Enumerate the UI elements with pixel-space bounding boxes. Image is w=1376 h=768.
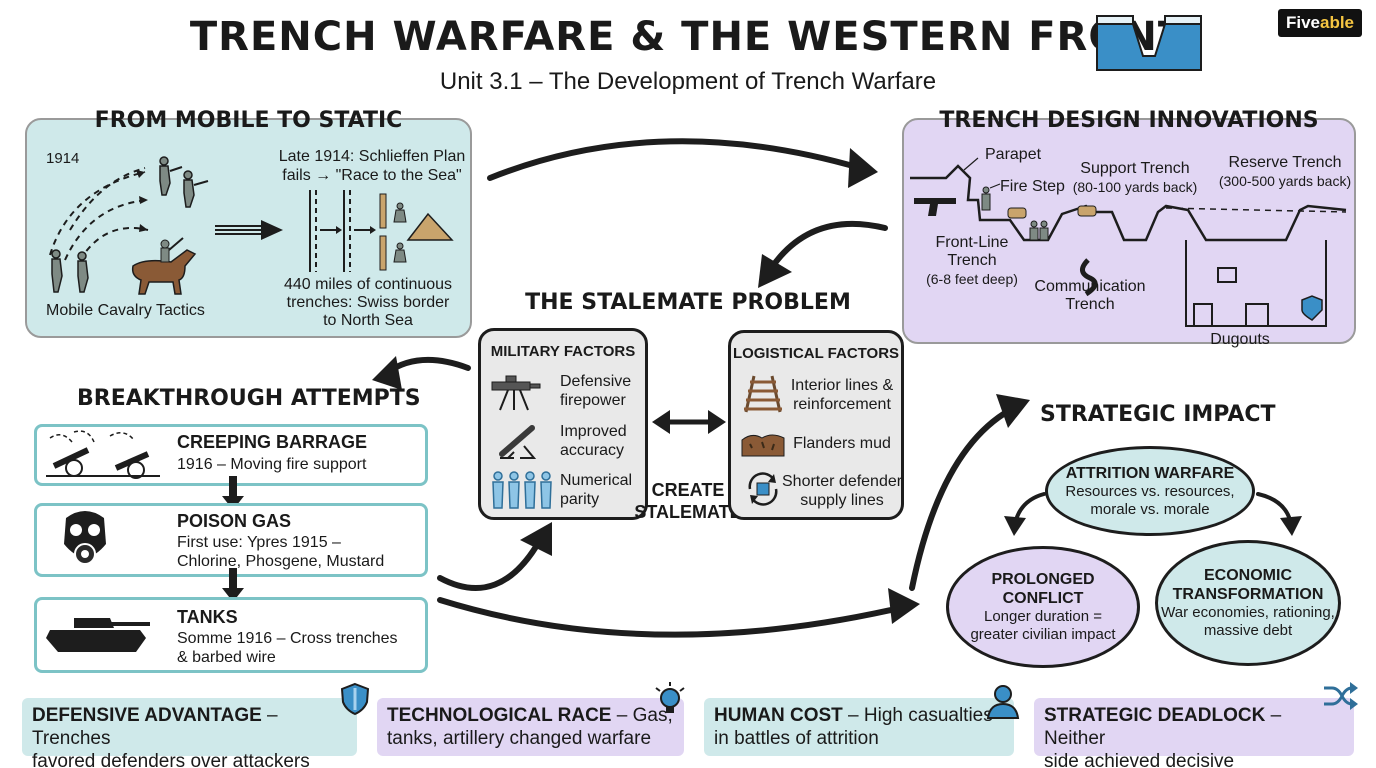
mud-icon <box>741 434 785 457</box>
barrage-title: Creeping Barrage <box>177 432 368 452</box>
trench-profile-diagram <box>910 157 1347 327</box>
page-subtitle: Unit 3.1 – The Development of Trench War… <box>439 68 937 95</box>
attrition-bubble: Attrition Warfare Resources vs. resource… <box>1045 446 1255 536</box>
attrition-title: Attrition Warfare <box>1065 464 1235 482</box>
trench-lines-icon <box>309 190 454 272</box>
strategic-heading: Strategic Impact <box>1040 402 1276 427</box>
double-arrow-icon <box>652 410 726 434</box>
footer-human-cost: Human Cost – High casualties in battles … <box>704 698 1014 756</box>
logistical-factors-title: Logistical Factors <box>732 345 900 362</box>
front-line-label-2: Trench <box>947 252 997 269</box>
soldiers-walking-icon <box>51 249 89 293</box>
fiveable-logo: Fiveable <box>1278 9 1362 37</box>
miles-label-2: trenches: Swiss border <box>286 294 450 311</box>
miles-label-1: 440 miles of continuous <box>283 276 453 293</box>
stalemate-heading: The Stalemate Problem <box>525 290 851 315</box>
artillery-icon <box>46 430 160 479</box>
military-item-2-line2: accuracy <box>560 442 625 459</box>
support-distance-label: (80-100 yards back) <box>1072 179 1198 195</box>
dashed-movement-arrows-icon <box>49 167 149 261</box>
reserve-distance-label: (300-500 yards back) <box>1218 173 1352 189</box>
logistical-item-1-line1: Interior lines & <box>790 377 894 394</box>
lightbulb-icon <box>655 682 685 713</box>
military-item-1-line1: Defensive <box>560 373 632 390</box>
breakthrough-heading: Breakthrough Attempts <box>77 386 421 411</box>
fire-step-label: Fire Step <box>1000 178 1065 195</box>
miles-label-3: to North Sea <box>323 312 413 329</box>
economic-title-2: Transformation <box>1172 586 1324 603</box>
prolonged-conflict-bubble: Prolonged Conflict Longer duration = gre… <box>946 546 1140 668</box>
prolonged-line1: Longer duration = <box>983 608 1102 625</box>
mobile-to-static-heading: From Mobile to Static <box>94 108 403 133</box>
communication-label-2: Trench <box>1065 296 1115 313</box>
trench-design-panel <box>902 118 1356 344</box>
supply-cycle-icon <box>748 472 778 506</box>
mortar-icon <box>499 425 537 459</box>
parapet-label: Parapet <box>985 146 1042 163</box>
barrage-line1: 1916 – Moving fire support <box>177 456 367 473</box>
trench-cross-section-icon <box>1096 15 1202 71</box>
shield-icon <box>340 682 370 716</box>
gas-line1: First use: Ypres 1915 – <box>177 534 341 551</box>
logistical-item-3-line1: Shorter defender <box>782 473 903 490</box>
front-line-label-1: Front-Line <box>935 234 1009 251</box>
prolonged-title-2: Conflict <box>1002 590 1084 607</box>
tanks-title: Tanks <box>177 607 238 627</box>
logistical-item-1-line2: reinforcement <box>793 396 891 413</box>
gas-title: Poison Gas <box>177 511 292 531</box>
dugouts-label: Dugouts <box>1210 331 1270 348</box>
gas-line2: Chlorine, Phosgene, Mustard <box>177 553 385 570</box>
mobile-to-static-panel <box>25 118 472 338</box>
attrition-line1: Resources vs. resources, <box>1065 482 1235 500</box>
create-stalemate-line2: Stalemate <box>634 502 742 522</box>
flow-arrow-down-2 <box>222 568 244 602</box>
economic-line2: massive debt <box>1203 622 1293 639</box>
trench-design-heading: Trench Design Innovations <box>939 108 1319 133</box>
schlieffen-label-1: Late 1914: Schlieffen Plan <box>278 148 466 165</box>
cavalry-label: Mobile Cavalry Tactics <box>46 302 205 319</box>
shuffle-icon <box>1324 682 1358 710</box>
transition-arrow-icon <box>215 220 283 240</box>
tanks-line1: Somme 1916 – Cross trenches <box>177 630 398 647</box>
infantry-soldiers-icon <box>159 156 209 208</box>
logistical-item-3-line2: supply lines <box>800 492 884 509</box>
support-trench-label: Support Trench <box>1080 160 1190 177</box>
reserve-trench-label: Reserve Trench <box>1228 154 1342 171</box>
breakthrough-card-barrage <box>34 424 428 486</box>
railway-track-icon <box>744 375 782 413</box>
footer-technological-race: Technological Race – Gas, tanks, artille… <box>377 698 684 756</box>
logistical-item-2-line1: Flanders mud <box>793 435 891 452</box>
gas-mask-icon <box>64 511 106 565</box>
person-icon <box>986 685 1020 719</box>
soldiers-group-icon <box>492 471 552 509</box>
tanks-line2: & barbed wire <box>177 649 276 666</box>
military-factors-box <box>478 328 648 520</box>
economic-line1: War economies, rationing, <box>1161 604 1335 621</box>
prolonged-title-1: Prolonged <box>991 571 1095 588</box>
cavalry-horse-icon <box>131 237 197 295</box>
footer-strategic-deadlock: Strategic Deadlock – Neither side achiev… <box>1034 698 1354 768</box>
front-line-depth-label: (6-8 feet deep) <box>926 271 1018 287</box>
schlieffen-label-2: fails → "Race to the Sea" <box>282 167 462 184</box>
military-item-3-line2: parity <box>560 491 600 508</box>
tank-icon <box>46 618 150 652</box>
economic-transformation-bubble: Economic Transformation War economies, r… <box>1155 540 1341 666</box>
flow-arrow-down-1 <box>222 476 244 510</box>
year-label: 1914 <box>46 150 80 167</box>
rifle-icon <box>914 198 956 216</box>
military-factors-title: Military Factors <box>490 343 636 360</box>
attrition-line2: morale vs. morale <box>1090 500 1210 518</box>
page-title: Trench Warfare & the Western Front <box>189 14 1187 60</box>
prolonged-line2: greater civilian impact <box>970 626 1116 643</box>
footer-defensive-advantage: Defensive Advantage – Trenches favored d… <box>22 698 357 768</box>
economic-title-1: Economic <box>1204 567 1292 584</box>
military-item-1-line2: firepower <box>560 392 626 409</box>
machine-gun-icon <box>491 375 541 411</box>
military-item-3-line1: Numerical <box>560 472 633 489</box>
communication-label-1: Communication <box>1034 278 1146 295</box>
military-item-2-line1: Improved <box>560 423 627 440</box>
create-stalemate-line1: Create <box>651 480 725 500</box>
